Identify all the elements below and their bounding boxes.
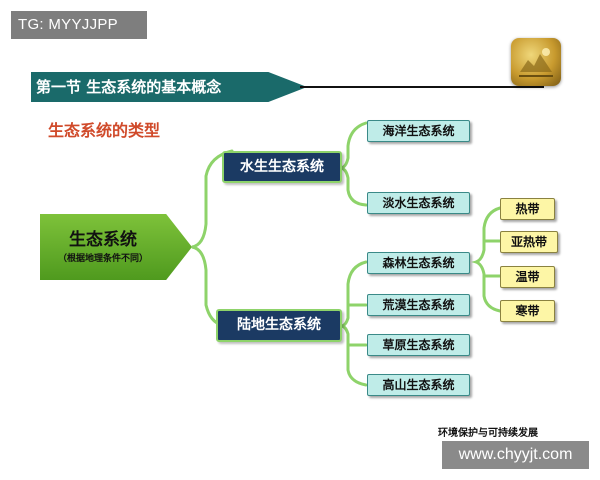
- emblem-logo: [511, 38, 561, 86]
- leaf-node-forest: 森林生态系统: [367, 252, 470, 274]
- root-node: [40, 214, 192, 280]
- connector-aquatic-bracket: [339, 121, 368, 207]
- forest-zone-temperate: 温带: [500, 266, 555, 288]
- subtitle: 生态系统的类型: [48, 121, 161, 140]
- telegram-watermark: TG: MYYJJPP: [11, 11, 147, 39]
- section-banner: [31, 72, 307, 102]
- leaf-node-marine: 海洋生态系统: [367, 120, 470, 142]
- footer-caption: 环境保护与可持续发展: [438, 428, 538, 439]
- connector-terrestrial-bracket: [341, 260, 368, 387]
- connector-forest-bracket: [471, 206, 502, 313]
- leaf-node-desert: 荒漠生态系统: [367, 294, 470, 316]
- leaf-node-alpine: 高山生态系统: [367, 374, 470, 396]
- section-title: 第一节 生态系统的基本概念: [36, 78, 222, 96]
- branch-node-aquatic: 水生生态系统: [222, 151, 342, 183]
- emblem-icon: [519, 48, 553, 77]
- site-watermark: www.chyyjt.com: [442, 441, 589, 469]
- forest-zone-frigid: 寒带: [500, 300, 555, 322]
- forest-zone-subtropical: 亚热带: [500, 231, 558, 253]
- root-node-label: 生态系统: [69, 230, 137, 250]
- header-rule: [300, 86, 544, 88]
- leaf-node-grassland: 草原生态系统: [367, 334, 470, 356]
- forest-zone-tropical: 热带: [500, 198, 555, 220]
- branch-node-terrestrial: 陆地生态系统: [216, 309, 342, 342]
- leaf-node-freshwater: 淡水生态系统: [367, 192, 470, 214]
- connector-root-bracket: [191, 149, 234, 327]
- root-node-sublabel: （根据地理条件不同）: [57, 254, 148, 264]
